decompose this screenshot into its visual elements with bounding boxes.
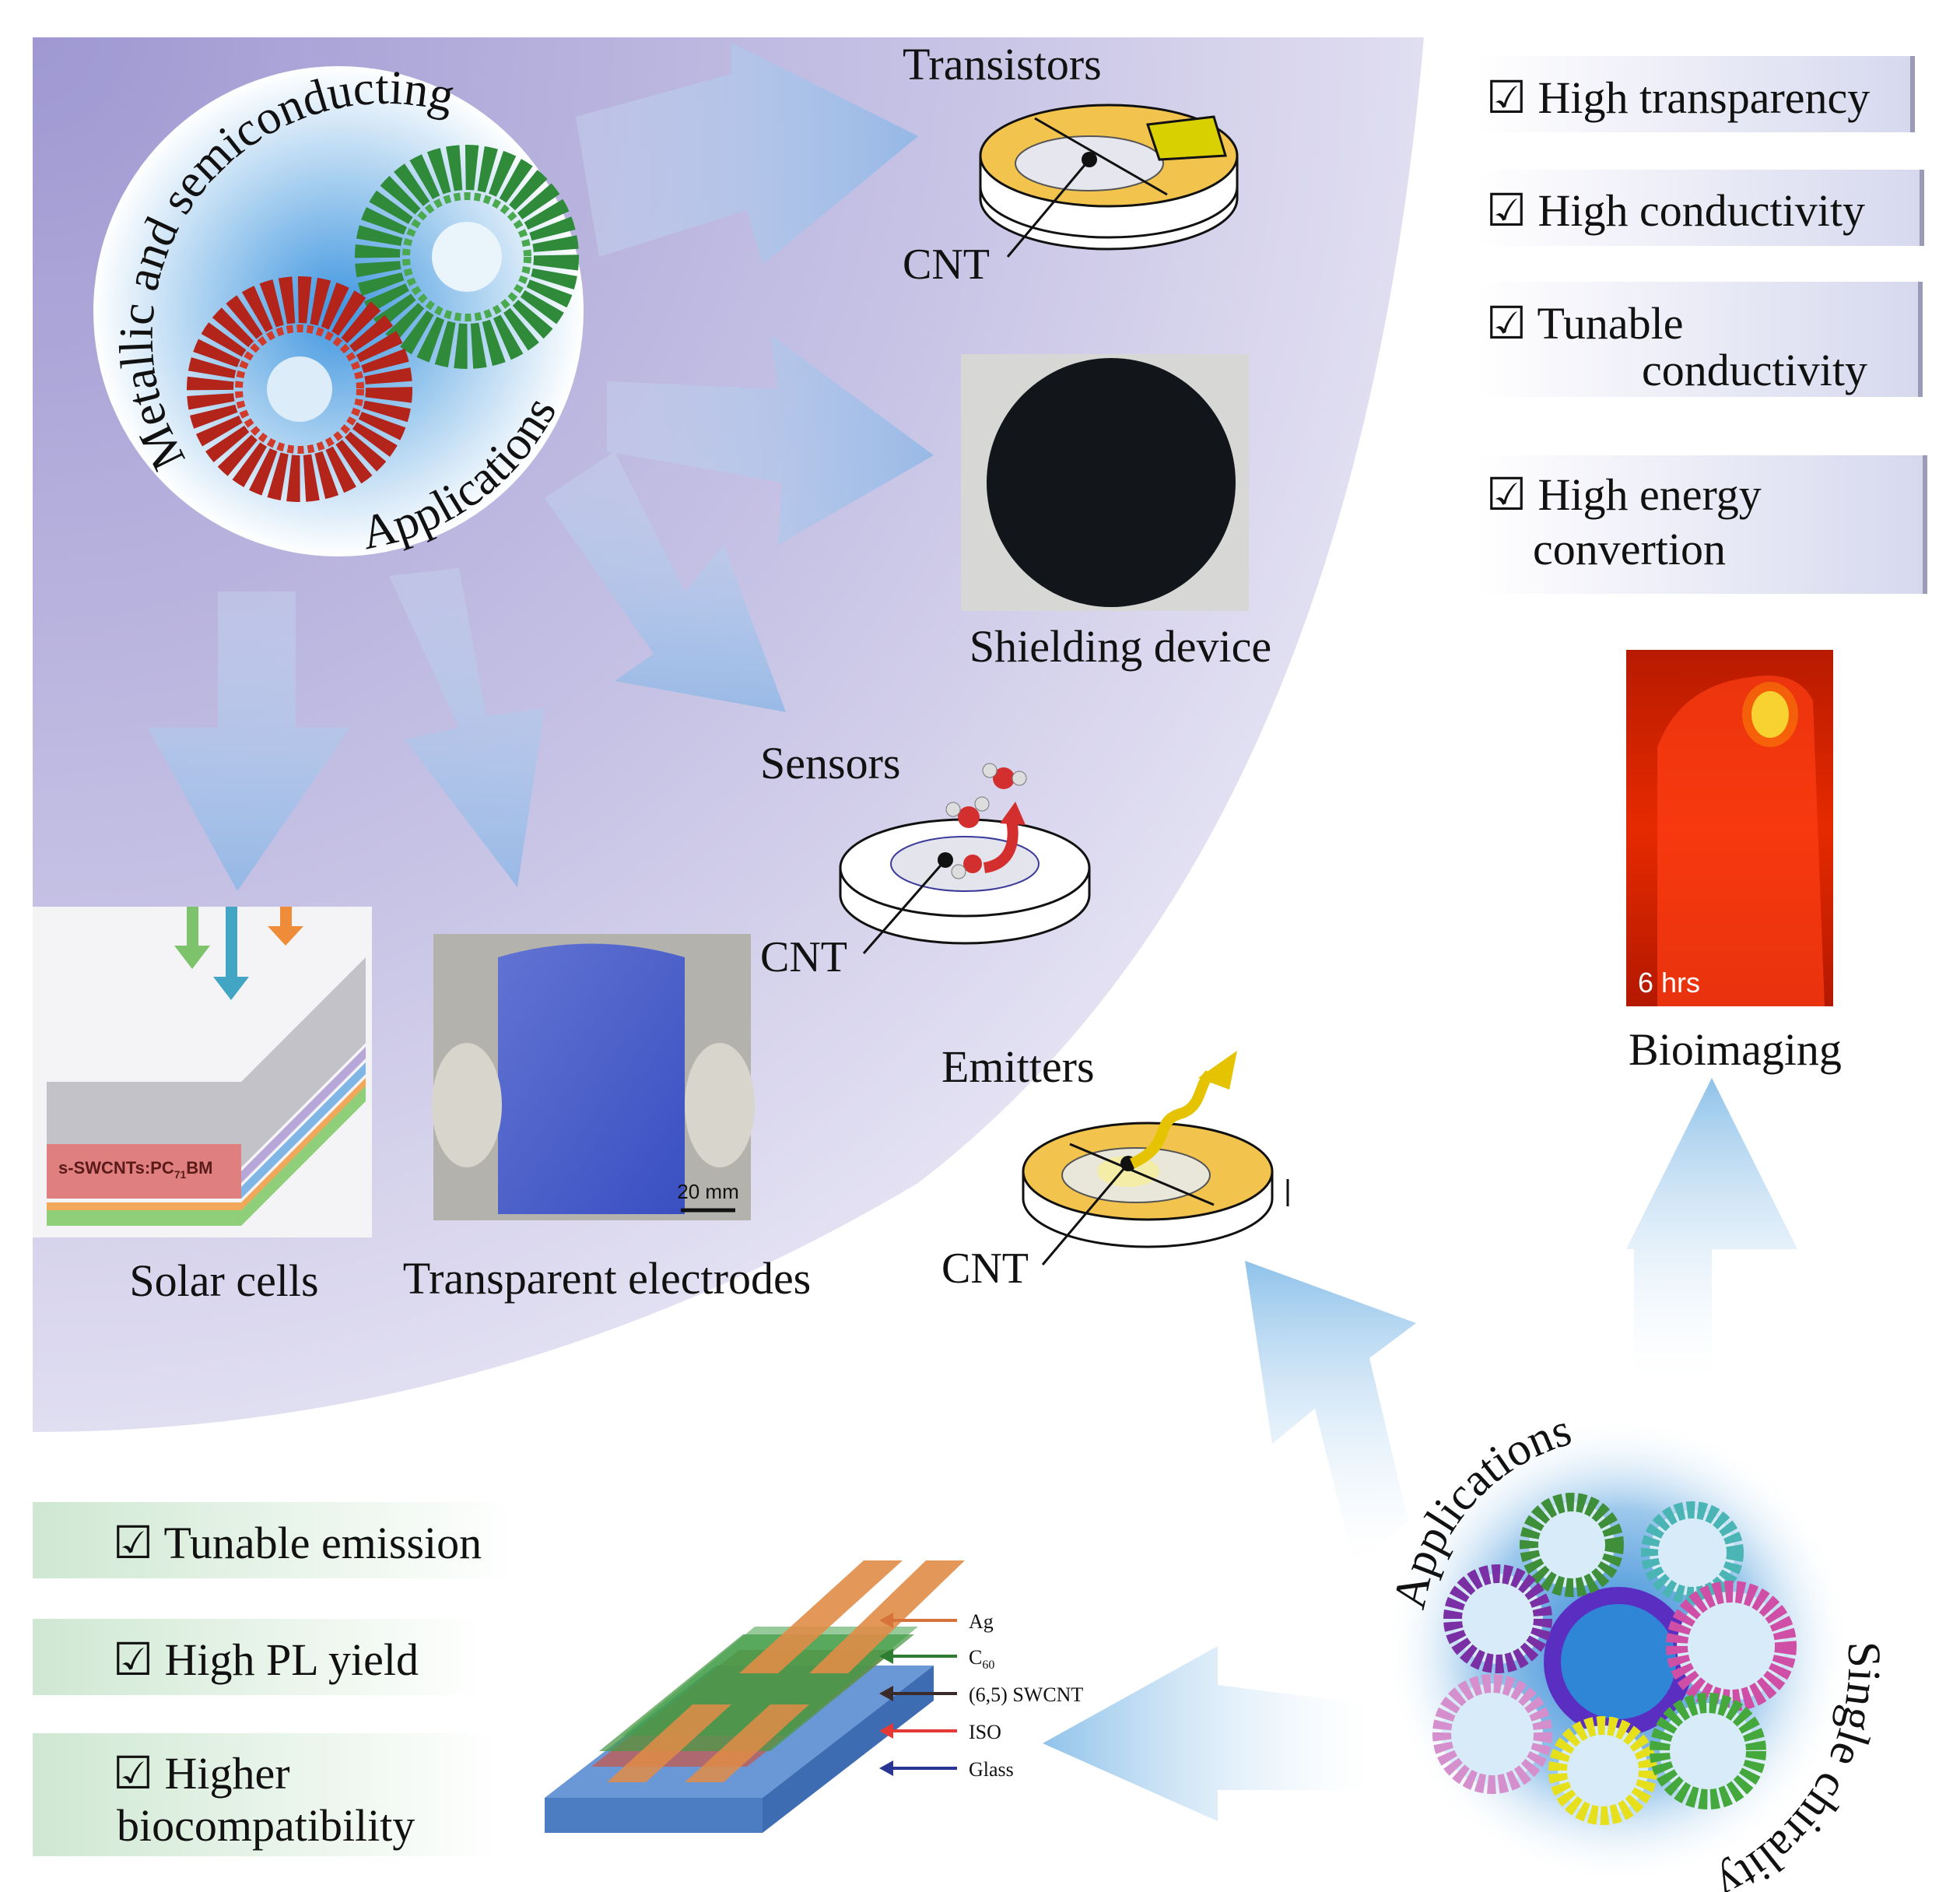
layer-label-c60: C60 [969, 1646, 994, 1672]
emitter-device: Emitters CNT [941, 1041, 1289, 1293]
purple-nanotube-icon [1443, 1564, 1552, 1673]
hub-arrows [148, 43, 934, 891]
bottom-hub-arrows [1043, 1078, 1797, 1821]
property-high-conductivity: ☑ High conductivity [1486, 185, 1865, 236]
light-arrow-green-icon [174, 907, 210, 969]
transparent-electrodes-label: Transparent electrodes [403, 1253, 812, 1304]
property-tunable-conductivity: ☑ Tunable [1486, 298, 1683, 349]
property-higher-biocompatibility-line2: biocompatibility [117, 1800, 415, 1851]
property-high-energy: ☑ High energy [1486, 469, 1762, 520]
blue-nanotube-icon [1544, 1587, 1693, 1736]
green-nanotube-icon [1650, 1693, 1766, 1810]
top-properties: ☑ High transparency ☑ High conductivity … [1478, 56, 1927, 594]
solar-cell-image: s-SWCNTs:PC71BM Solar cells [33, 907, 372, 1306]
light-pink-nanotube-icon [1432, 1674, 1552, 1794]
bioimaging-time-label: 6 hrs [1638, 967, 1700, 999]
arrow-to-sensors [545, 451, 786, 712]
layer-label-iso: ISO [969, 1721, 1001, 1743]
sensors-title: Sensors [760, 738, 900, 788]
light-arrow-blue-icon [213, 907, 249, 1000]
arrow-to-electrodes [389, 568, 545, 887]
arrow-to-shielding [607, 335, 934, 545]
arrow-to-transistors [576, 43, 918, 265]
shielding-device: Shielding device [961, 354, 1271, 672]
bioimaging-image: 6 hrs Bioimaging [1626, 650, 1842, 1075]
property-tunable-conductivity-line2: conductivity [1642, 345, 1867, 395]
gas-molecule-icon [945, 763, 1027, 879]
layer-label-ag: Ag [969, 1610, 994, 1633]
emitter-cnt-label: CNT [941, 1244, 1029, 1293]
sensor-cnt-label: CNT [760, 933, 847, 981]
pink-nanotube-icon [1666, 1581, 1797, 1711]
arrow-to-emitters [1245, 1261, 1416, 1564]
teal-nanotube-icon [1641, 1501, 1744, 1604]
red-nanotube-icon [187, 276, 412, 502]
property-high-pl-yield: ☑ High PL yield [113, 1634, 419, 1685]
dark-green-nanotube-icon [1520, 1493, 1624, 1597]
emission-arrow-icon [1198, 1051, 1237, 1090]
emitters-title: Emitters [941, 1041, 1095, 1092]
property-high-transparency: ☑ High transparency [1486, 72, 1870, 123]
bottom-hub: Applications Single chirality [1383, 1403, 1890, 1892]
electrode-scale-bar: 20 mm [677, 1180, 738, 1203]
arrow-to-bioimaging [1626, 1078, 1797, 1378]
property-high-energy-line2: convertion [1533, 524, 1726, 574]
bottom-properties: ☑ Tunable emission ☑ High PL yield ☑ Hig… [33, 1502, 515, 1856]
shielding-label: Shielding device [969, 621, 1271, 672]
layer-label-glass: Glass [969, 1758, 1014, 1781]
arrow-to-solar [148, 591, 350, 891]
sensor-device: Sensors CNT [760, 738, 1091, 981]
yellow-nanotube-icon [1548, 1716, 1657, 1825]
green-nanotube-icon [355, 145, 579, 369]
layer-label-swcnt: (6,5) SWCNT [969, 1683, 1083, 1706]
arrow-to-oled-device [1043, 1646, 1369, 1821]
property-tunable-emission: ☑ Tunable emission [113, 1518, 482, 1568]
solar-active-layer-label: s-SWCNTs:PC71BM [58, 1158, 213, 1181]
transistors-title: Transistors [903, 39, 1102, 90]
transistor-cnt-label: CNT [903, 240, 990, 289]
layered-device-diagram: Ag C60 (6,5) SWCNT ISO Glass [545, 1560, 1083, 1833]
transparent-electrode-image: 20 mm Transparent electrodes [403, 934, 812, 1304]
bioimaging-label: Bioimaging [1629, 1024, 1842, 1075]
property-higher-biocompatibility: ☑ Higher [113, 1748, 290, 1799]
solar-cells-label: Solar cells [129, 1255, 318, 1306]
transistor-device: Transistors CNT [903, 39, 1239, 289]
light-arrow-orange-icon [268, 907, 303, 946]
